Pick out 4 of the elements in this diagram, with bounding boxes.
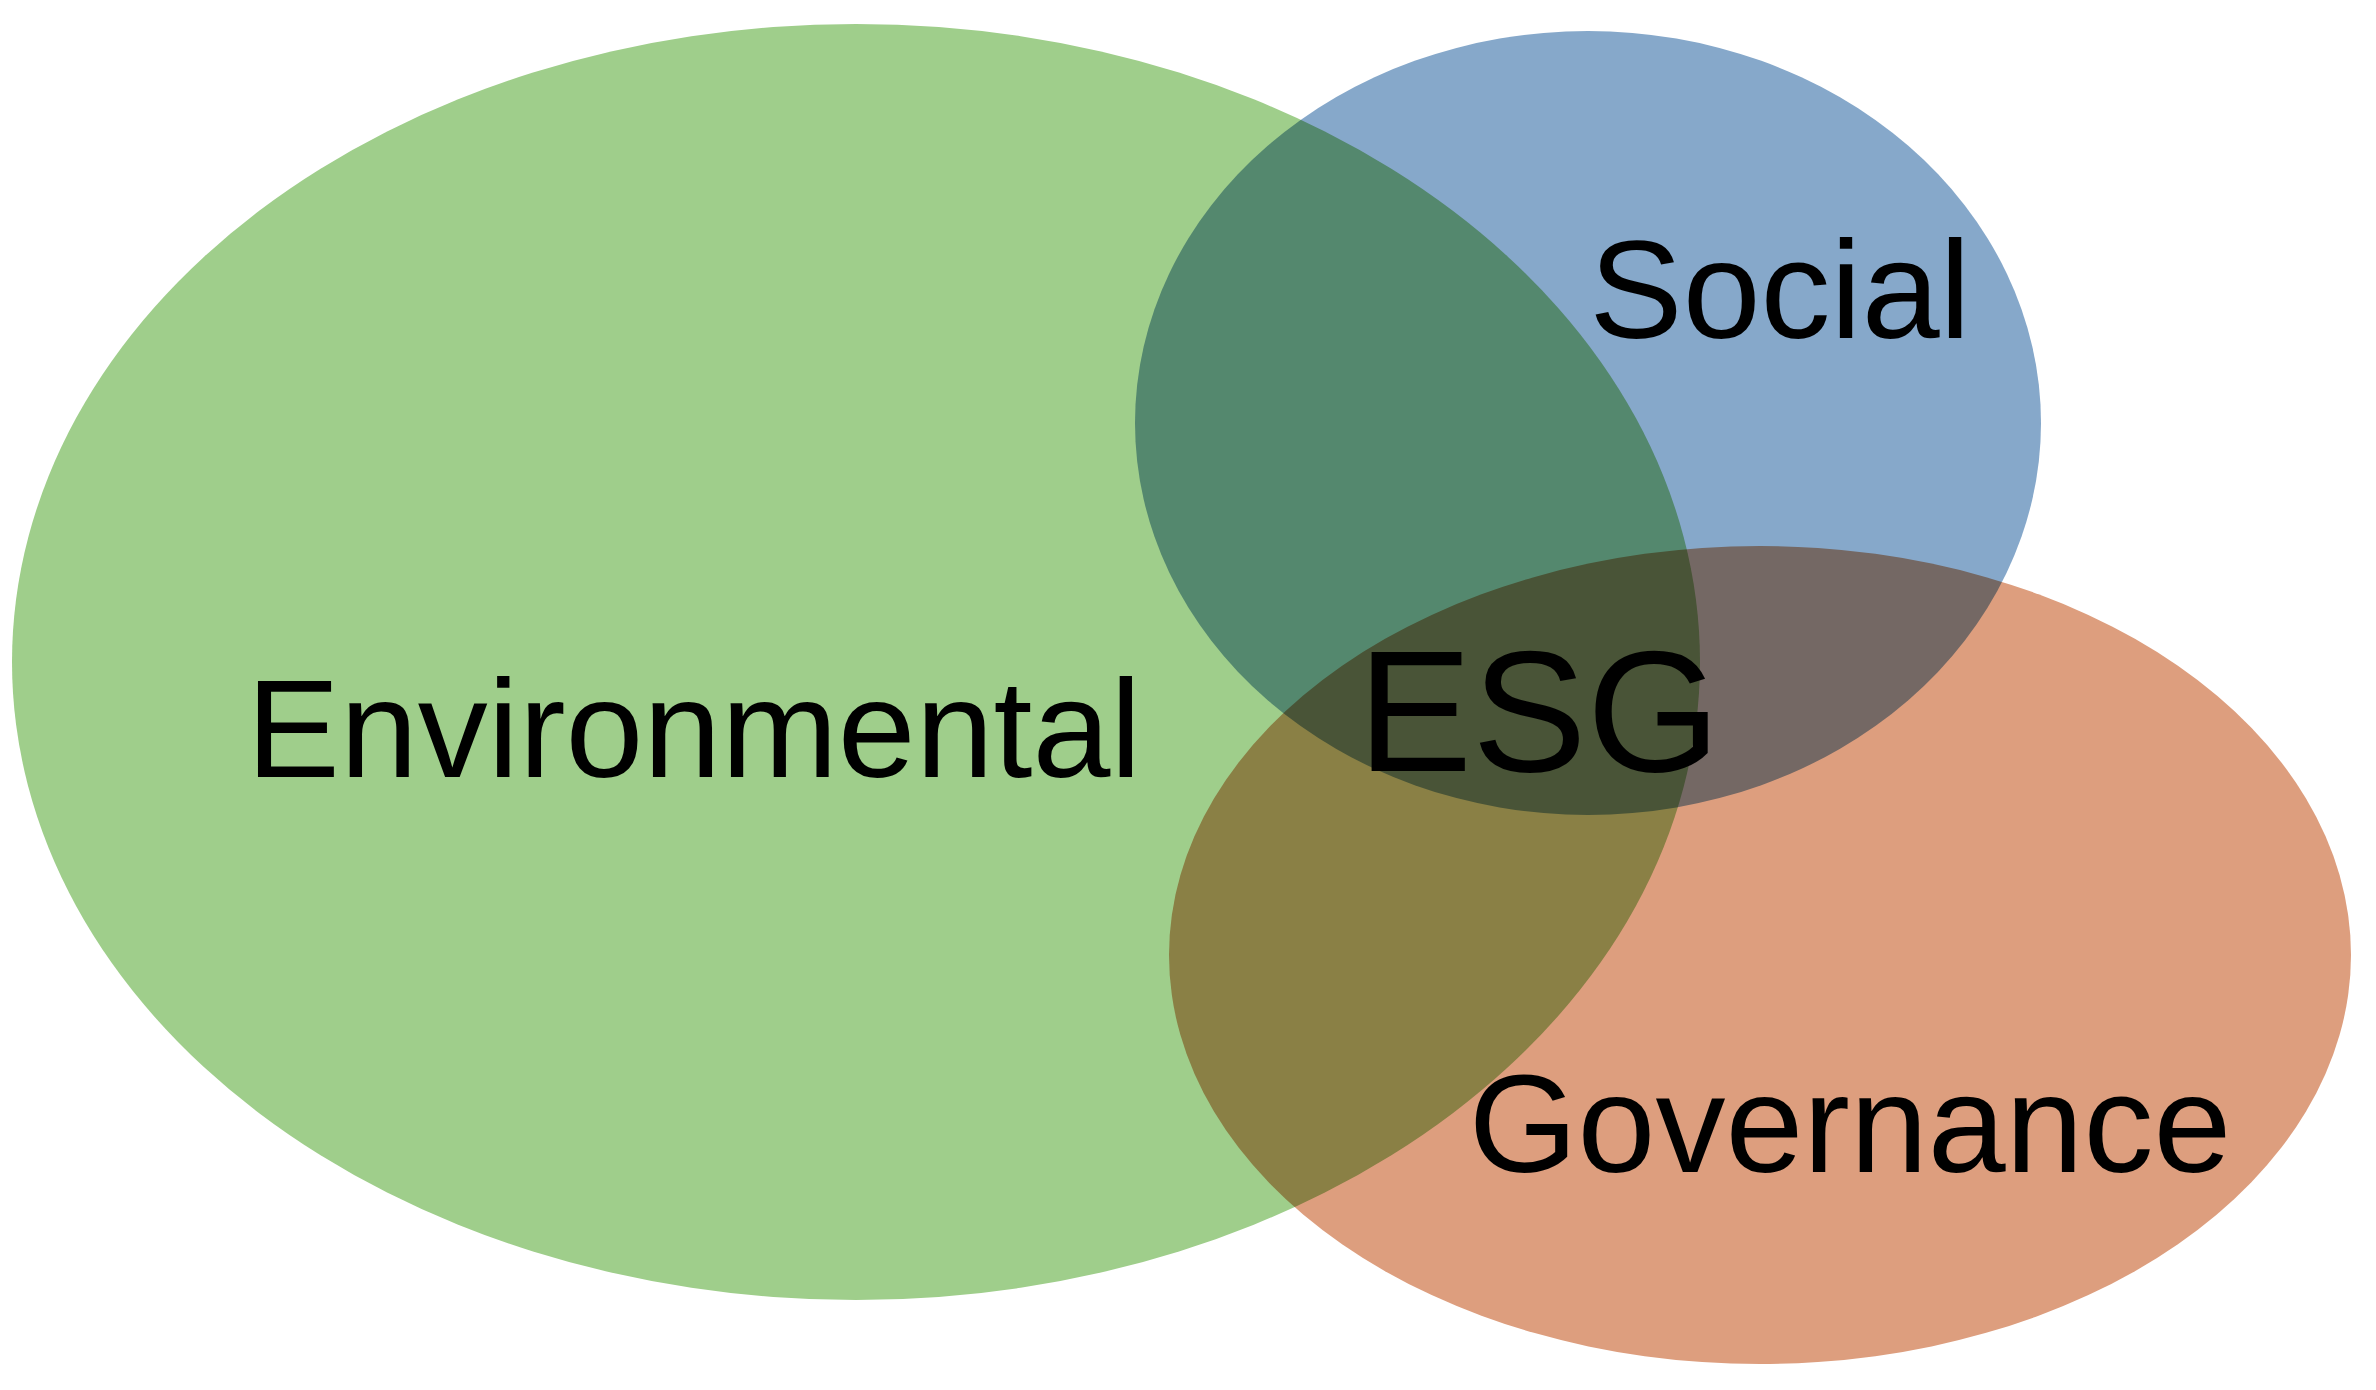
circle-label: Governance [1468, 1054, 2232, 1194]
circle-label: Environmental [246, 659, 1142, 799]
circle-label: Social [1589, 220, 1971, 360]
center-label: ESG [1357, 625, 1721, 797]
